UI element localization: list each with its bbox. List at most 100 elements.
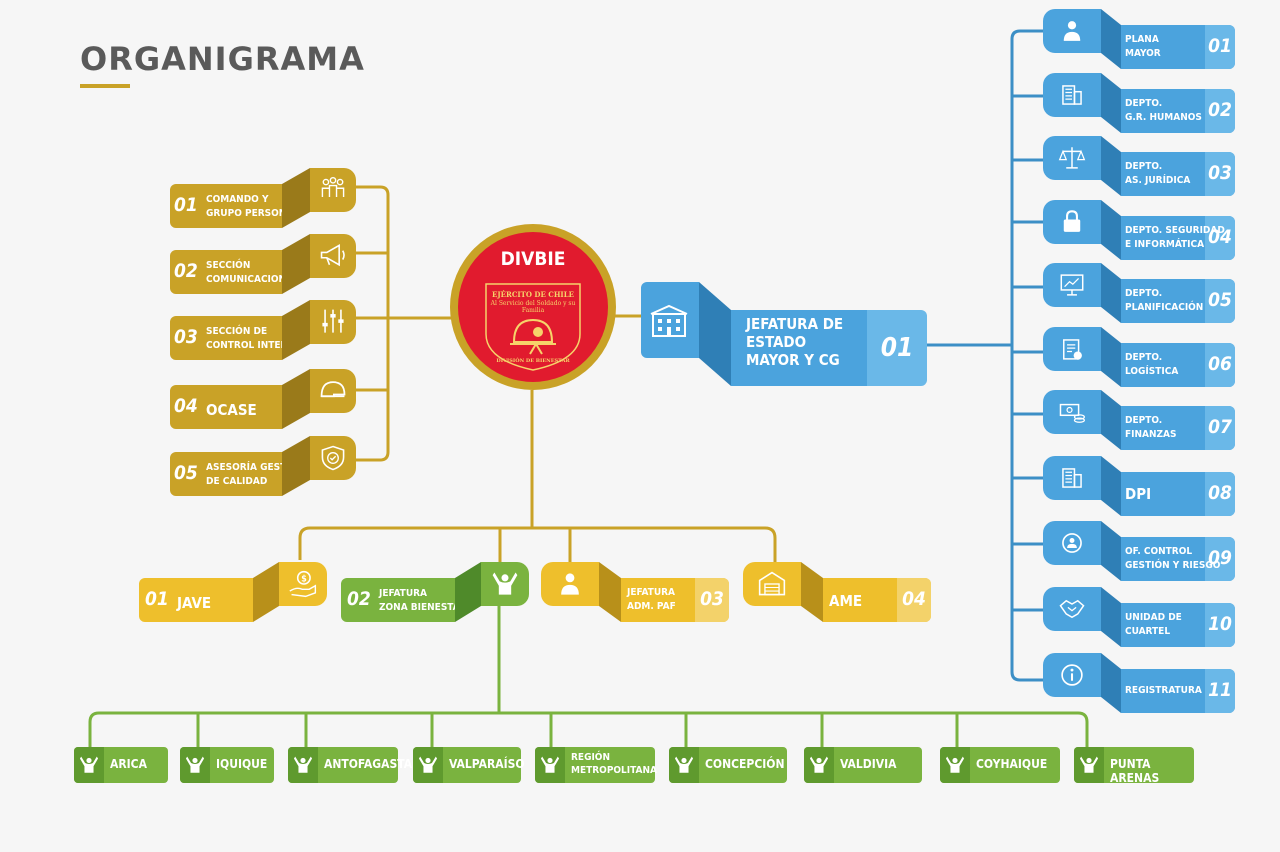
unit-label-box [170, 316, 282, 360]
unit-fold [282, 168, 310, 234]
divbie-node: DIVBIE EJÉRCITO DE CHILE Al Servicio del… [450, 224, 616, 390]
unit-number-box [897, 578, 931, 622]
unit-icon-tab [1043, 390, 1101, 434]
unit-number: 02 [347, 588, 371, 610]
region-6: CONCEPCIÓN [669, 747, 787, 783]
sliders-icon [322, 309, 344, 333]
unit-fold [1101, 390, 1121, 456]
region-label: REGIÓN METROPOLITANA [571, 752, 657, 776]
cheer-icon-tab [669, 747, 699, 783]
unit-number-box [1205, 152, 1235, 196]
divbie-emblem: DIVBIE EJÉRCITO DE CHILE Al Servicio del… [458, 232, 608, 382]
helmet-emblem-icon [510, 318, 556, 355]
unit-label: JEFATURA ADM. PAF [627, 587, 676, 612]
clipboard-icon [1063, 339, 1082, 360]
emblem-sub-text: Al Servicio del Soldado y su Familia [490, 300, 576, 314]
unit-number-box [1205, 472, 1235, 516]
unit-fold [1101, 263, 1121, 329]
unit-label: DPI [1125, 485, 1152, 503]
unit-label: DEPTO. AS. JURÍDICA [1125, 161, 1191, 186]
emblem-bottom-text: DIVISIÓN DE BIENESTAR [496, 358, 570, 364]
unit-icon-tab [310, 234, 356, 278]
jefatura-label: JEFATURA DE ESTADO MAYOR Y CG [746, 315, 844, 369]
unit-label: PLANA MAYOR [1125, 34, 1161, 59]
cheer-icon [418, 756, 438, 773]
unit-icon-tab [310, 369, 356, 413]
cheer-icon [945, 756, 965, 773]
unit-icon-tab [743, 562, 801, 606]
unit-label: COMANDO Y GRUPO PERSONAS [206, 194, 300, 219]
unit-number: 04 [174, 395, 198, 417]
unit-fold [1101, 456, 1121, 522]
unit-number-box [1205, 669, 1235, 713]
cheer-icon-tab [940, 747, 970, 783]
unit-fold [1101, 73, 1121, 139]
unit-icon-tab [310, 300, 356, 344]
cheer-icon [492, 572, 518, 595]
cheer-icon [674, 756, 694, 773]
unit-fold [1101, 200, 1121, 266]
money-hand-icon: $ [289, 570, 317, 598]
emblem-top-text: EJÉRCITO DE CHILE [492, 290, 574, 299]
unit-fold [455, 562, 481, 628]
unit-number: 01 [145, 588, 169, 610]
unit-icon-tab [1043, 327, 1101, 371]
unit-number: 02 [1208, 99, 1232, 121]
unit-fold [253, 562, 279, 628]
building-icon [650, 304, 688, 337]
unit-number: 03 [700, 588, 724, 610]
jefatura-label-box [731, 310, 867, 386]
unit-fold [282, 234, 310, 300]
region-7: VALDIVIA [804, 747, 922, 783]
unit-label-box [341, 578, 455, 622]
unit-number: 05 [174, 462, 198, 484]
region-label: IQUIQUE [216, 757, 268, 771]
unit-label: REGISTRATURA [1125, 685, 1202, 696]
page-title: ORGANIGRAMA [80, 40, 365, 78]
unit-fold [1101, 136, 1121, 202]
region-label: VALPARAÍSO [449, 757, 525, 771]
cheer-icon-tab [535, 747, 565, 783]
shield-check-icon [321, 445, 345, 471]
unit-icon-tab [1043, 587, 1101, 631]
region-8: COYHAIQUE [940, 747, 1060, 783]
unit-label: SECCIÓN COMUNICACIONES [206, 260, 299, 285]
unit-number-box [1205, 537, 1235, 581]
unit-label: DEPTO. PLANIFICACIÓN [1125, 288, 1204, 313]
unit-icon-tab [541, 562, 599, 606]
unit-icon-tab [1043, 653, 1101, 697]
unit-label: OCASE [206, 401, 257, 419]
person-icon [1063, 21, 1081, 41]
bottom-unit-03: JEFATURA ADM. PAF 03 [541, 562, 729, 624]
lock-icon [1063, 210, 1081, 232]
handshake-icon [1059, 599, 1085, 619]
unit-label-box [139, 578, 253, 622]
unit-icon-tab [1043, 73, 1101, 117]
cheer-icon [293, 756, 313, 773]
unit-number-box [1205, 343, 1235, 387]
unit-icon-tab [1043, 136, 1101, 180]
warehouse-icon [758, 571, 786, 596]
cheer-icon-tab [74, 747, 104, 783]
unit-number-box [1205, 406, 1235, 450]
cheer-icon [1079, 756, 1099, 773]
unit-number-box [1205, 216, 1235, 260]
jefatura-number-box: 01 [867, 310, 927, 386]
unit-number: 07 [1208, 416, 1232, 438]
unit-fold [282, 436, 310, 502]
unit-fold [1101, 653, 1121, 719]
unit-fold [282, 369, 310, 435]
unit-number: 03 [174, 326, 198, 348]
cheer-icon-tab [804, 747, 834, 783]
unit-number-box [1205, 25, 1235, 69]
unit-number-box [1205, 279, 1235, 323]
